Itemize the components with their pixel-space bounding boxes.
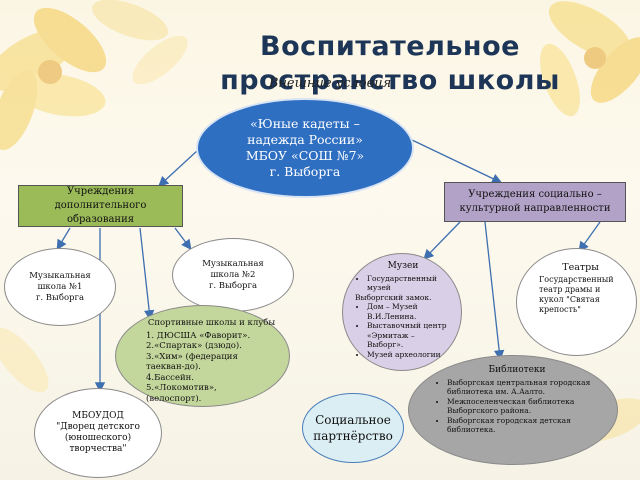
school-node: «Юные кадеты – надежда России» МБОУ «СОШ…: [196, 98, 414, 198]
social-partnership-node: Социальное партнёрство: [302, 393, 404, 463]
sport-line-5: 5.«Локомотив»,: [146, 383, 217, 393]
library-item-1: Выборгская центральная городская библиот…: [447, 378, 599, 397]
theatres-title: Театры: [562, 262, 599, 273]
additional-education-box: Учреждения дополнительного образования: [18, 185, 183, 227]
sport-schools-node: Спортивные школы и клубы 1. ДЮСША «Фавор…: [115, 305, 290, 407]
music2-line-3: г. Выборга: [208, 280, 258, 291]
museums-node: Музеи Государственный музей Выборгский з…: [342, 253, 462, 371]
arrow-to-libraries: [484, 221, 505, 361]
partnership-line-2: партнёрство: [313, 429, 393, 443]
sport-line-2: 2.«Спартак» (дзюдо).: [146, 341, 242, 351]
arrow-to-museums: [423, 221, 461, 260]
social-cultural-box: Учреждения социально – культурной направ…: [444, 182, 626, 222]
youth-palace-line-2: "Дворец детского: [56, 422, 140, 432]
library-item-2: Межпоселенческая библиотека Выборгского …: [447, 397, 599, 416]
arrow-to-theatres: [578, 221, 601, 253]
theatres-node: Театры Государственный театр драмы и кук…: [516, 248, 637, 356]
page-subtitle: Внешние условия: [268, 76, 392, 91]
theatres-text: Государственный театр драмы и кукол "Свя…: [539, 275, 614, 314]
music2-line-1: Музыкальная: [202, 258, 264, 269]
museum-item-4: Музей археологии: [367, 350, 451, 360]
youth-palace-node: МБОУДОД "Дворец детского (юношеского) тв…: [34, 388, 162, 478]
arrow-to-additional: [158, 149, 199, 187]
museum-item-1: Государственный музей: [367, 274, 451, 293]
school-line-2: надежда России»: [247, 132, 363, 147]
music-school-1-node: Музыкальная школа №1 г. Выборга: [4, 248, 116, 326]
libraries-node: Библиотеки Выборгская центральная городс…: [408, 355, 618, 465]
music1-line-3: г. Выборга: [35, 292, 85, 303]
libraries-title: Библиотеки: [488, 365, 546, 375]
school-line-1: «Юные кадеты –: [250, 116, 360, 131]
sport-title: Спортивные школы и клубы: [147, 318, 276, 328]
youth-palace-line-4: творчества": [69, 444, 127, 454]
page-title: Воспитательное пространство школы: [220, 31, 560, 96]
museum-item-1-cont: Выборгский замок.: [355, 292, 432, 302]
music-school-2-node: Музыкальная школа №2 г. Выборга: [172, 238, 294, 312]
museum-item-2: Дом – Музей В.И.Ленина.: [367, 302, 451, 321]
partnership-line-1: Социальное: [315, 413, 391, 427]
library-item-3: Выборгская городская детская библиотека.: [447, 416, 599, 435]
sport-line-6: (велоспорт).: [146, 393, 202, 404]
sport-line-1: 1. ДЮСША «Фаворит».: [146, 330, 251, 341]
arrow-to-music2: [174, 227, 192, 251]
music1-line-1: Музыкальная: [29, 270, 91, 281]
sport-line-3: 3.«Хим» (федерация таекван-до).: [146, 351, 238, 373]
youth-palace-line-1: МБОУДОД: [72, 411, 124, 421]
arrow-to-social: [411, 139, 503, 184]
museum-item-3: Выставочный центр «Эрмитаж – Выборг».: [367, 321, 451, 350]
youth-palace-line-3: (юношеского): [64, 433, 132, 443]
music2-line-2: школа №2: [210, 269, 256, 280]
arrow-to-music1: [56, 227, 71, 251]
school-line-3: МБОУ «СОШ №7»: [245, 148, 365, 163]
music1-line-2: школа №1: [37, 281, 83, 292]
school-line-4: г. Выборга: [269, 164, 341, 179]
arrow-to-sport: [139, 227, 155, 321]
sport-line-4: 4.Бассейн.: [146, 372, 195, 383]
museums-title: Музеи: [387, 261, 419, 271]
